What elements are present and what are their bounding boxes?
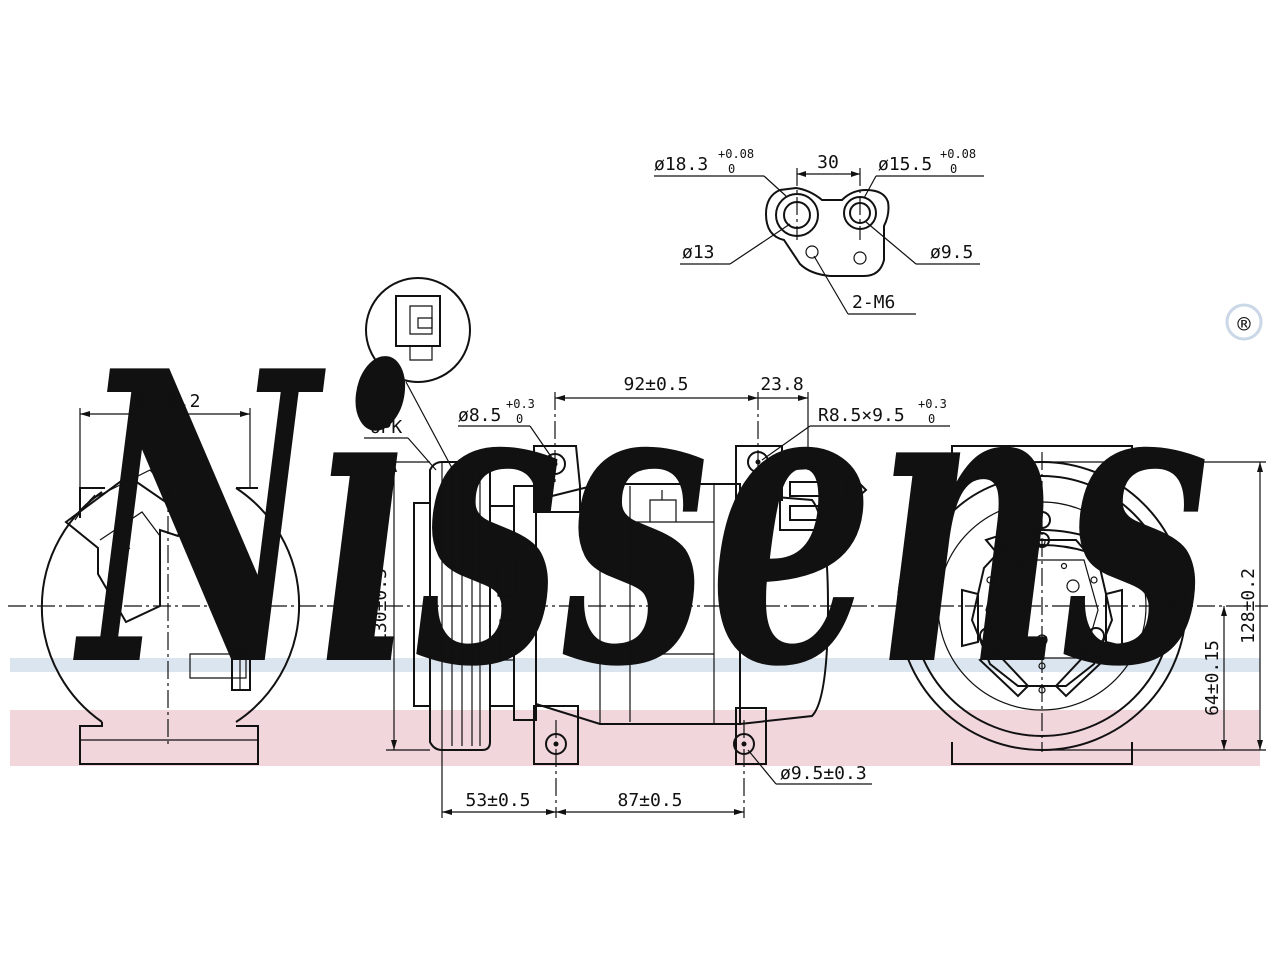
dim-right-height: 128±0.2 xyxy=(1238,568,1259,644)
dim-pulley-type: 6PK xyxy=(370,417,403,438)
registered-mark: ® xyxy=(1237,313,1251,338)
side-view-dimensions: 6PK 130±0.5 ø8.5 +0.3 0 92±0.5 23.8 R8.5… xyxy=(364,374,950,818)
right-end-view: 128±0.2 64±0.15 xyxy=(897,445,1266,765)
dim-slot-tol: +0.3 xyxy=(918,397,947,411)
dim-port-large-tol2: 0 xyxy=(728,162,735,176)
dim-hole-top-left-tol: +0.3 xyxy=(506,397,535,411)
dim-port-inner-small: ø9.5 xyxy=(930,242,973,263)
port-detail: 30 ø18.3 +0.08 0 ø15.5 +0.08 0 ø13 ø9.5 … xyxy=(654,147,984,315)
dim-port-small-tol2: 0 xyxy=(950,162,957,176)
watermark-band-blue xyxy=(10,658,1260,672)
dim-hole-top-left: ø8.5 xyxy=(458,405,501,426)
dim-port-small-tol: +0.08 xyxy=(940,147,976,161)
dim-span-top: 92±0.5 xyxy=(623,374,688,395)
dim-span-top-right: 23.8 xyxy=(760,374,803,395)
dim-pulley-height: 130±0.5 xyxy=(370,568,391,644)
dim-slot-tol2: 0 xyxy=(928,412,935,426)
dim-port-thread: 2-M6 xyxy=(852,292,895,313)
watermark: Nissens ® xyxy=(10,285,1263,766)
dim-port-small: ø15.5 xyxy=(878,154,932,175)
dim-port-large: ø18.3 xyxy=(654,154,708,175)
connector-detail xyxy=(365,277,501,559)
side-view xyxy=(413,392,868,818)
watermark-logo-text: Nissens xyxy=(72,285,1210,755)
dim-port-spacing: 30 xyxy=(817,152,839,173)
dim-hole-bottom: ø9.5±0.3 xyxy=(780,763,867,784)
left-end-view: 80±0.2 xyxy=(40,391,301,765)
watermark-band-pink xyxy=(10,710,1260,766)
dim-bottom-mid: 87±0.5 xyxy=(617,790,682,811)
dim-left-width: 80±0.2 xyxy=(135,391,200,412)
dim-right-center: 64±0.15 xyxy=(1202,640,1223,716)
dim-bottom-left: 53±0.5 xyxy=(465,790,530,811)
dim-hole-top-left-tol2: 0 xyxy=(516,412,523,426)
dim-port-inner-large: ø13 xyxy=(682,242,715,263)
dim-port-large-tol: +0.08 xyxy=(718,147,754,161)
dim-slot: R8.5×9.5 xyxy=(818,405,905,426)
registered-icon xyxy=(1225,303,1263,341)
